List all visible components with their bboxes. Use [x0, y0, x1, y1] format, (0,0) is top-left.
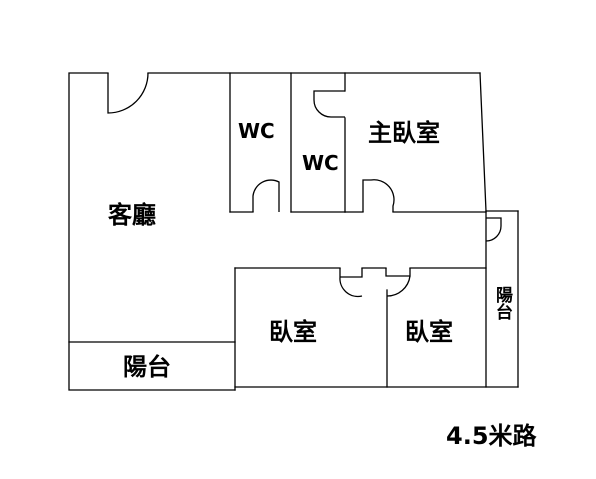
outer-walls: [68, 72, 519, 391]
wc-left-label: WC: [238, 119, 275, 143]
bedroom-left-label: 臥室: [269, 318, 317, 346]
balcony-bottom-label: 陽台: [123, 353, 171, 381]
outer-wall-right-upper: [479, 72, 487, 212]
road-label: 4.5米路: [446, 422, 538, 450]
wc-right-label: WC: [302, 151, 339, 175]
bedroom-right-door-arc: [385, 268, 411, 297]
master-bedroom-label: 主臥室: [368, 119, 440, 147]
balcony-right-door-arc: [485, 217, 502, 242]
living-room-label: 客廳: [108, 201, 156, 229]
entrance-door-arc: [107, 72, 149, 114]
wc2-door-arc: [313, 90, 345, 118]
bedroom-left-door-arc: [339, 268, 363, 298]
doors: [107, 72, 502, 298]
bedroom-right-label: 臥室: [405, 318, 453, 346]
wc1-door-arc: [252, 179, 280, 212]
balcony-right-label: 陽台: [492, 286, 512, 321]
interior-walls: [68, 72, 487, 391]
master-door-arc: [362, 179, 395, 212]
outer-wall-top-left: [68, 72, 236, 391]
